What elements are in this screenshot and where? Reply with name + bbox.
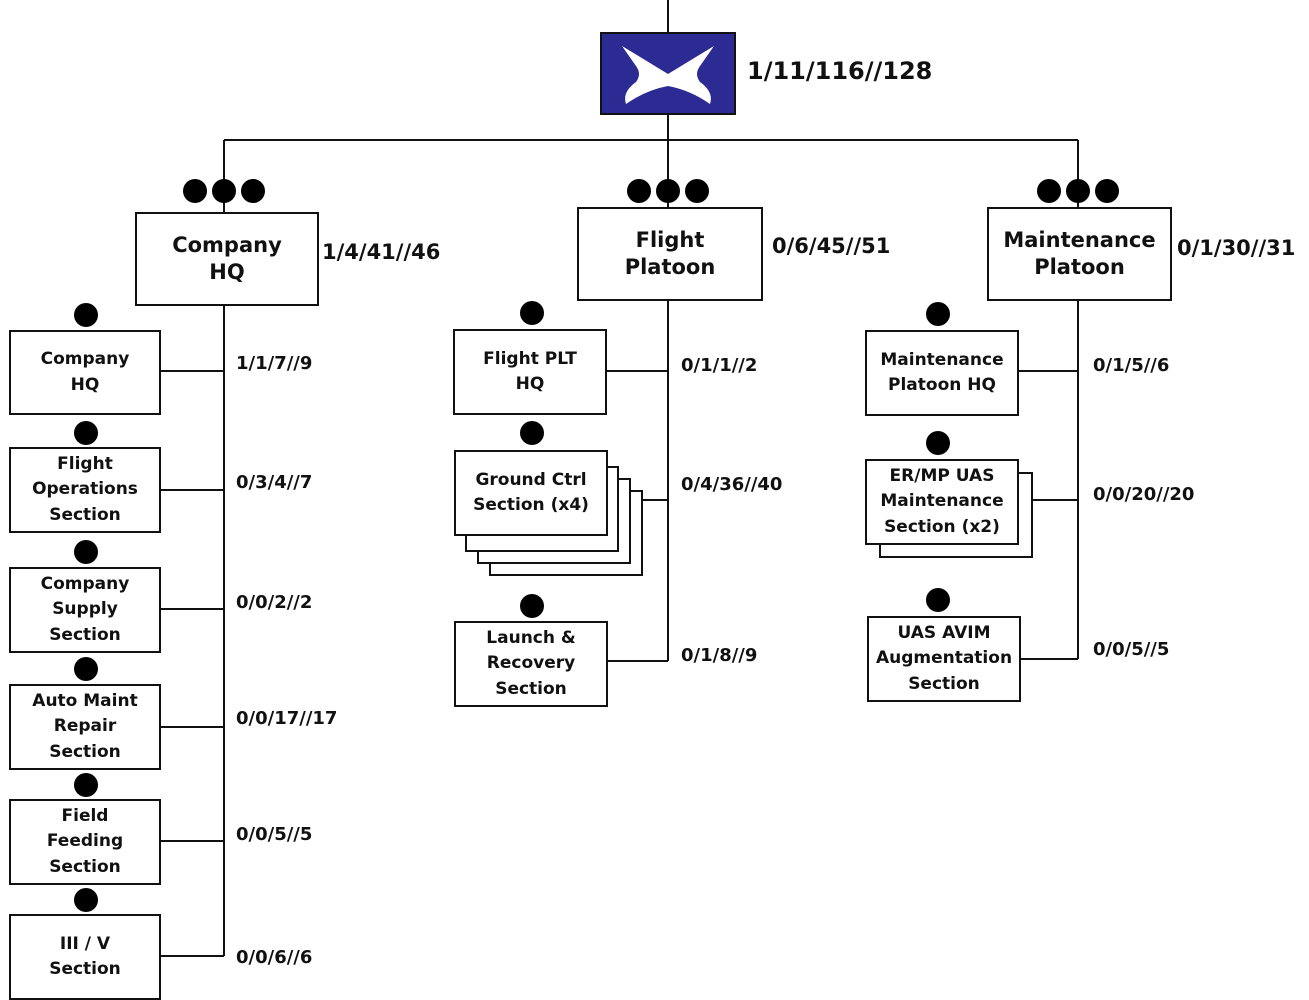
maintenance-section-box: Maintenance Platoon HQ [865, 330, 1019, 416]
company-hq-box: Company HQ [135, 212, 319, 306]
flight-platoon-box: Flight Platoon [577, 207, 763, 301]
flight-section-box: Flight PLT HQ [453, 329, 607, 415]
company-section-box: Company Supply Section [9, 567, 161, 653]
flight-section-strength: 0/1/1//2 [681, 355, 758, 376]
section-dot [74, 540, 98, 564]
flight-section-box: Ground Ctrl Section (x4) [454, 450, 608, 536]
root-strength: 1/11/116//128 [747, 57, 933, 85]
section-dot [926, 588, 950, 612]
echelon-dot [1037, 179, 1061, 203]
section-dot [74, 303, 98, 327]
maintenance-platoon-box: Maintenance Platoon [987, 207, 1172, 301]
company-section-box: Field Feeding Section [9, 799, 161, 885]
flight-platoon-strength: 0/6/45//51 [772, 234, 891, 258]
section-dot [520, 421, 544, 445]
section-dot [520, 301, 544, 325]
section-dot [520, 594, 544, 618]
section-dot [74, 888, 98, 912]
echelon-dot [241, 179, 265, 203]
company-section-strength: 0/0/5//5 [236, 824, 313, 845]
section-dot [74, 657, 98, 681]
echelon-dot [212, 179, 236, 203]
section-dot [926, 302, 950, 326]
section-dot [926, 431, 950, 455]
section-dot [74, 773, 98, 797]
echelon-dot [183, 179, 207, 203]
company-section-box: III / V Section [9, 914, 161, 1000]
company-hq-strength: 1/4/41//46 [322, 240, 441, 264]
company-section-strength: 0/3/4//7 [236, 472, 313, 493]
maintenance-section-box: UAS AVIM Augmentation Section [867, 616, 1021, 702]
company-section-strength: 0/0/6//6 [236, 947, 313, 968]
maintenance-section-box: ER/MP UAS Maintenance Section (x2) [865, 459, 1019, 545]
echelon-dot [1066, 179, 1090, 203]
flight-section-box: Launch & Recovery Section [454, 621, 608, 707]
echelon-dot [627, 179, 651, 203]
company-section-strength: 0/0/17//17 [236, 708, 338, 729]
maintenance-section-strength: 0/0/5//5 [1093, 639, 1170, 660]
flight-section-strength: 0/4/36//40 [681, 474, 783, 495]
flight-section-strength: 0/1/8//9 [681, 645, 758, 666]
echelon-dot [685, 179, 709, 203]
company-section-box: Company HQ [9, 330, 161, 415]
company-section-strength: 0/0/2//2 [236, 592, 313, 613]
maintenance-section-strength: 0/1/5//6 [1093, 355, 1170, 376]
uas-unit-symbol-icon [600, 32, 736, 115]
echelon-dot [1095, 179, 1119, 203]
maintenance-platoon-strength: 0/1/30//31 [1177, 236, 1296, 260]
echelon-dot [656, 179, 680, 203]
section-dot [74, 421, 98, 445]
company-section-strength: 1/1/7//9 [236, 353, 313, 374]
company-section-box: Auto Maint Repair Section [9, 684, 161, 770]
company-section-box: Flight Operations Section [9, 447, 161, 533]
maintenance-section-strength: 0/0/20//20 [1093, 484, 1195, 505]
